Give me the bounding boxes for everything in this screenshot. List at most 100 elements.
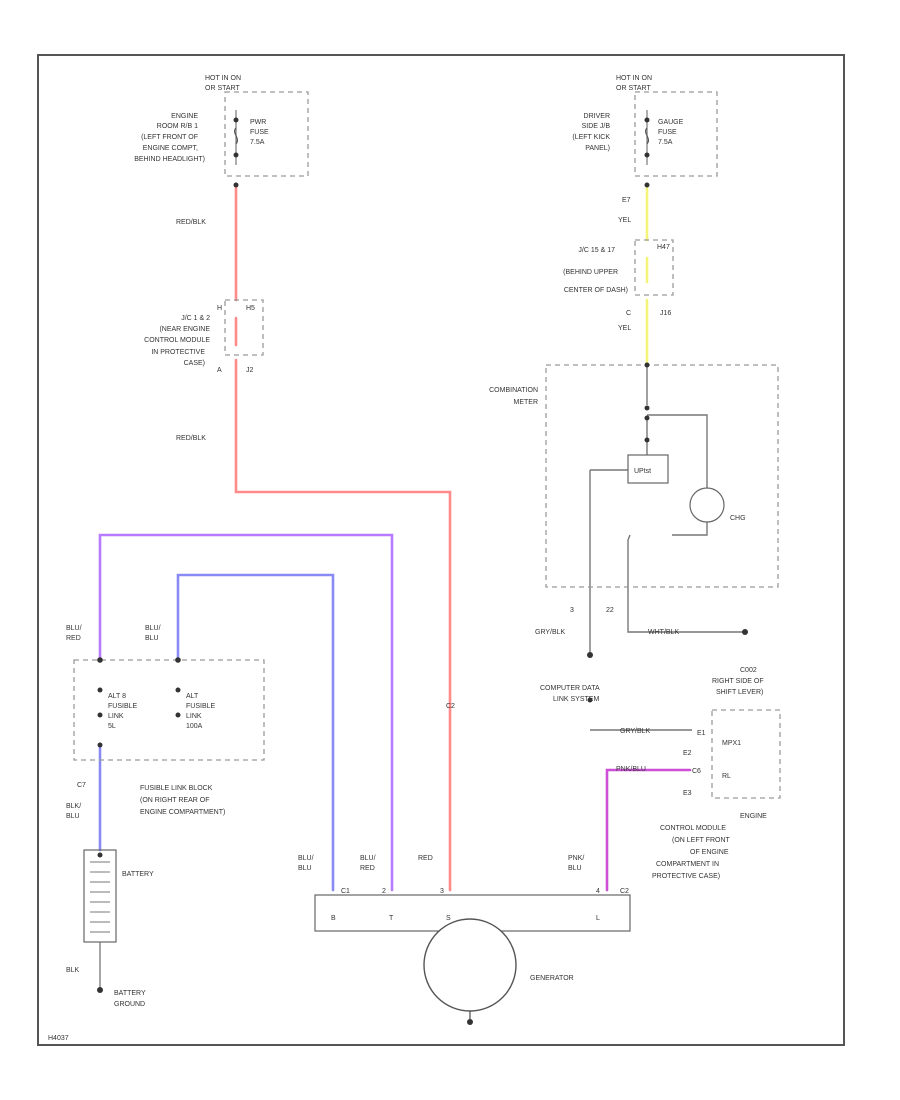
jc-left-line-2: (NEAR ENGINE (159, 326, 210, 333)
ecm-box-label: MPX1 (722, 740, 741, 747)
jc-left-term-2: H5 (246, 305, 255, 312)
wire-label-redblk-2: RED/BLK (176, 435, 206, 442)
jc-left-line-4: IN PROTECTIVE (151, 349, 205, 356)
generator-label: GENERATOR (530, 975, 574, 982)
wire-red-black (234, 183, 452, 892)
term-j16: J16 (660, 310, 671, 317)
left-fuse-label-2: FUSE (250, 129, 269, 136)
meter-relay (627, 454, 669, 484)
fusible-block-label-3: ENGINE COMPARTMENT) (140, 809, 225, 816)
right-hot-label-1: HOT IN ON (616, 75, 652, 82)
left-location-2: ROOM R/B 1 (157, 123, 198, 130)
battery-label: BATTERY (122, 871, 154, 878)
battery-ground-point (97, 987, 103, 993)
ecm-label-2: CONTROL MODULE (660, 825, 726, 832)
jc-left-term-3: A (217, 367, 222, 374)
right-fuse-label-2: FUSE (658, 129, 677, 136)
wire-label-blured-top-1: BLU/ (66, 625, 82, 632)
jc-left-line-1: J/C 1 & 2 (181, 315, 210, 322)
wire-label-pnkblu-ecm: PNK/BLU (616, 766, 646, 773)
data-link-label-1: COMPUTER DATA (540, 685, 600, 692)
gen-pin-num-5: C2 (620, 888, 629, 895)
wire-label-whtblk: WHT/BLK (648, 629, 679, 636)
left-fuse-label-1: PWR (250, 119, 266, 126)
fusible-alt2-1: ALT (186, 693, 199, 700)
ecm-pin-c6: C6 (692, 768, 701, 775)
ecm-rl-label: RL (722, 773, 731, 780)
left-location-1: ENGINE (171, 113, 198, 120)
ecm-label-1: ENGINE (740, 813, 767, 820)
gen-wire-blublu-1: BLU/ (298, 855, 314, 862)
right-fuse-label-1: GAUGE (658, 119, 684, 126)
jc-left-line-5: CASE) (184, 360, 205, 367)
ecm-label-5: COMPARTMENT IN (656, 861, 719, 868)
gen-wire-blublu-2: BLU (298, 865, 312, 872)
gen-pin-s: S (446, 915, 451, 922)
right-location-1: DRIVER (584, 113, 610, 120)
ecm-box (711, 709, 781, 799)
term-c: C (626, 310, 631, 317)
gen-pin-l: L (596, 915, 600, 922)
gen-wire-red: RED (418, 855, 433, 862)
fusible-block-label-1: FUSIBLE LINK BLOCK (140, 785, 213, 792)
ecm-pin-e3: E3 (683, 790, 692, 797)
charge-lamp-label: CHG (730, 515, 746, 522)
fusible-link-block-box (73, 659, 265, 761)
meter-relay-label: UPtst (634, 468, 651, 475)
wire-label-blublu-top-2: BLU (145, 635, 159, 642)
term-3: 3 (570, 607, 574, 614)
wire-blue-blue (176, 573, 335, 892)
gen-pin-num-1: C1 (341, 888, 350, 895)
battery-ground-label-1: BATTERY (114, 990, 146, 997)
fusible-alt-4: 5L (108, 723, 116, 730)
wire-label-gryblk-2: GRY/BLK (620, 728, 651, 735)
fusible-alt-2: FUSIBLE (108, 703, 138, 710)
term-e7: E7 (622, 197, 631, 204)
right-location-3: (LEFT KICK (572, 134, 610, 141)
battery-icon (83, 849, 117, 990)
left-fuse-icon (233, 110, 239, 165)
wire-label-blk: BLK (66, 967, 80, 974)
battery-ground-label-2: GROUND (114, 1001, 145, 1008)
fusible-alt2-4: 100A (186, 723, 203, 730)
wire-label-yel-1: YEL (618, 217, 631, 224)
ecm-top-label-2: RIGHT SIDE OF (712, 678, 764, 685)
ecm-pin-e2: E2 (683, 750, 692, 757)
footer-id: H4037 (48, 1035, 69, 1042)
term-c7: C7 (77, 782, 86, 789)
gen-wire-blured-1: BLU/ (360, 855, 376, 862)
ecm-label-4: OF ENGINE (690, 849, 729, 856)
combination-meter-label-2: METER (514, 399, 539, 406)
gen-wire-pink-1: PNK/ (568, 855, 584, 862)
fusible-alt-1: ALT 8 (108, 693, 126, 700)
left-hot-label-2: OR START (205, 85, 240, 92)
jc-right-line-1: J/C 15 & 17 (578, 247, 615, 254)
left-location-5: BEHIND HEADLIGHT) (134, 156, 205, 163)
ecm-label-6: PROTECTIVE CASE) (652, 873, 720, 880)
wire-label-blkblu-2: BLU (66, 813, 80, 820)
wire-meter-internal (589, 365, 745, 731)
ecm-top-label-3: SHIFT LEVER) (716, 689, 763, 696)
right-location-4: PANEL) (585, 145, 610, 152)
wire-label-blured-top-2: RED (66, 635, 81, 642)
right-hot-label-2: OR START (616, 85, 651, 92)
jc-right-box (634, 239, 674, 296)
left-location-4: ENGINE COMPT, (143, 145, 198, 152)
gen-pin-t: T (389, 915, 394, 922)
gen-pin-num-4: 4 (596, 888, 600, 895)
right-fuse-box (634, 91, 718, 177)
fusible-alt2-2: FUSIBLE (186, 703, 216, 710)
jc-left-line-3: CONTROL MODULE (144, 337, 210, 344)
ecm-label-3: (ON LEFT FRONT (672, 837, 731, 844)
gen-pin-num-3: 3 (440, 888, 444, 895)
gen-pin-b: B (331, 915, 336, 922)
ecm-pin-e1: E1 (697, 730, 706, 737)
generator-icon (423, 918, 517, 1012)
wire-label-blkblu-1: BLK/ (66, 803, 81, 810)
combination-meter-label-1: COMBINATION (489, 387, 538, 394)
gen-pin-num-2: 2 (382, 888, 386, 895)
right-location-2: SIDE J/B (582, 123, 611, 130)
wire-label-redblk-1: RED/BLK (176, 219, 206, 226)
right-fuse-label-3: 7.5A (658, 139, 673, 146)
